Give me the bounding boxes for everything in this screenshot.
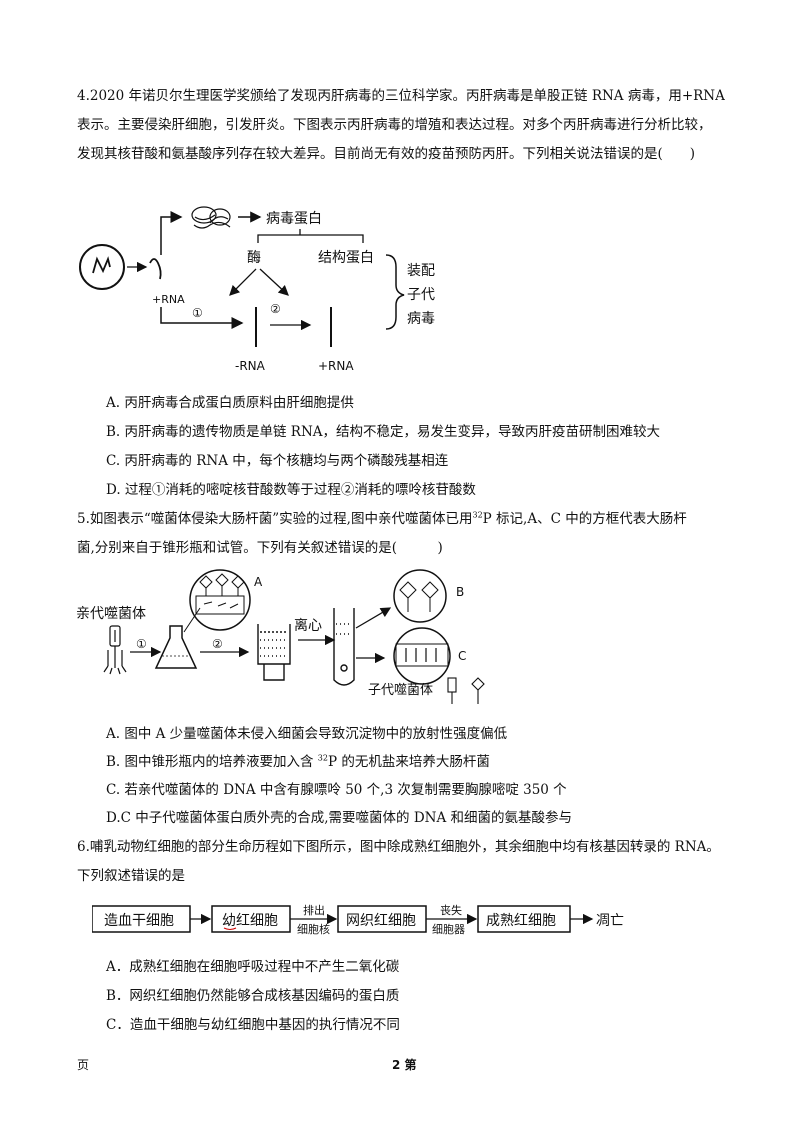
expel-label-1: 排出	[303, 903, 325, 917]
structural-protein-label: 结构蛋白	[318, 250, 374, 266]
q4-stem-line-3: 发现其核苷酸和氨基酸序列存在较大差异。目前尚无有效的疫苗预防丙肝。下列相关说法错…	[77, 146, 696, 162]
centrifuge-label: 离心	[294, 617, 322, 634]
enzyme-label: 酶	[247, 250, 261, 266]
expel-label-2: 细胞核	[297, 922, 330, 936]
parent-phage-label: 亲代噬菌体	[76, 606, 146, 622]
q6-option-b: B．网织红细胞仍然能够合成核基因编码的蛋白质	[106, 988, 400, 1004]
q5-step-1-label: ①	[136, 637, 147, 651]
label-c: C	[458, 649, 466, 663]
young-rbc-box: 幼红细胞	[222, 913, 278, 929]
q4-option-b: B. 丙肝病毒的遗传物质是单链 RNA，结构不稳定，易发生变异，导致丙肝疫苗研制…	[106, 424, 661, 440]
q4-option-a: A. 丙肝病毒合成蛋白质原料由肝细胞提供	[106, 395, 354, 411]
label-a: A	[254, 575, 263, 589]
virus-particle-icon	[79, 244, 125, 290]
child-phage-label: 子代噬菌体	[368, 683, 433, 698]
label-b: B	[456, 585, 464, 599]
mature-rbc-box: 成熟红细胞	[486, 913, 556, 929]
assembly-brace	[385, 254, 405, 330]
magnified-view-a	[189, 569, 251, 631]
conical-flask-icon	[154, 625, 198, 669]
q6-stem-line-1: 6.哺乳动物红细胞的部分生命历程如下图所示，图中除成熟红细胞外，其余细胞中均有核…	[77, 839, 720, 855]
q5-stem-line-1: 5.如图表示“噬菌体侵染大肠杆菌”实验的过程,图中亲代噬菌体已用32P 标记,A…	[77, 510, 687, 527]
minus-rna-label: -RNA	[235, 359, 266, 373]
q6-option-c: C．造血干细胞与幼红细胞中基因的执行情况不同	[106, 1017, 400, 1033]
magnified-view-c	[393, 627, 451, 685]
q5-option-d: D.C 中子代噬菌体蛋白质外壳的合成,需要噬菌体的 DNA 和细菌的氨基酸参与	[106, 810, 573, 826]
step-2-label: ②	[270, 302, 281, 316]
q6-stem-line-2: 下列叙述错误的是	[77, 868, 185, 884]
q4-stem-line-2: 表示。主要侵染肝细胞，引发肝炎。下图表示丙肝病毒的增殖和表达过程。对多个丙肝病毒…	[77, 117, 712, 133]
q5-option-a: A. 图中 A 少量噬菌体未侵入细菌会导致沉淀物中的放射性强度偏低	[106, 726, 508, 742]
ribosome-icon	[191, 206, 231, 229]
lose-label-1: 丧失	[440, 904, 462, 917]
q5-option-b: B. 图中锥形瓶内的培养液要加入含 32P 的无机盐来培养大肠杆菌	[106, 753, 490, 770]
test-tube-icon	[333, 608, 355, 686]
child-phage-icon	[447, 677, 485, 704]
assemble-label-1: 装配	[407, 263, 435, 279]
reticulocyte-box: 网织红细胞	[346, 913, 416, 929]
hcv-replication-diagram: +RNA 病毒蛋白 酶 结构蛋白 装配 子代 病毒 ① ② -RNA +RNA	[79, 206, 435, 373]
step-1-label: ①	[192, 306, 203, 320]
magnified-view-b	[393, 569, 447, 623]
footer-left: 页	[77, 1058, 90, 1072]
stem-cell-box: 造血干细胞	[104, 913, 174, 929]
assemble-label-3: 病毒	[407, 311, 435, 327]
plus-rna-right-label: +RNA	[318, 359, 354, 373]
rna-strand-icon	[149, 258, 162, 280]
q5-step-2-label: ②	[212, 637, 223, 651]
parent-phage-icon	[103, 625, 127, 675]
assemble-label-2: 子代	[407, 287, 435, 303]
q5-option-c: C. 若亲代噬菌体的 DNA 中含有腺嘌呤 50 个,3 次复制需要胸腺嘧啶 3…	[106, 782, 567, 798]
death-label: 凋亡	[596, 913, 624, 929]
q4-stem-line-1: 4.2020 年诺贝尔生理医学奖颁给了发现丙肝病毒的三位科学家。丙肝病毒是单股正…	[77, 88, 725, 104]
lose-label-2: 细胞器	[432, 923, 465, 936]
viral-protein-label: 病毒蛋白	[266, 211, 322, 227]
q6-option-a: A．成熟红细胞在细胞呼吸过程中不产生二氧化碳	[106, 959, 400, 975]
rbc-lifecycle-flowchart: 造血干细胞 幼红细胞 排出 细胞核 网织红细胞 丧失 细胞器 成熟红细胞 凋亡	[92, 903, 624, 936]
page-number: 2 第	[392, 1058, 417, 1072]
q4-option-d: D. 过程①消耗的嘧啶核苷酸数等于过程②消耗的嘌呤核苷酸数	[106, 482, 476, 498]
beaker-icon	[257, 624, 291, 681]
phage-infection-diagram: 亲代噬菌体 ① A ② 离心 B	[76, 569, 485, 704]
q4-option-c: C. 丙肝病毒的 RNA 中，每个核糖均与两个磷酸残基相连	[106, 453, 449, 469]
q5-stem-line-2: 菌,分别来自于锥形瓶和试管。下列有关叙述错误的是( )	[77, 540, 443, 556]
plus-rna-left-label: +RNA	[152, 293, 185, 306]
